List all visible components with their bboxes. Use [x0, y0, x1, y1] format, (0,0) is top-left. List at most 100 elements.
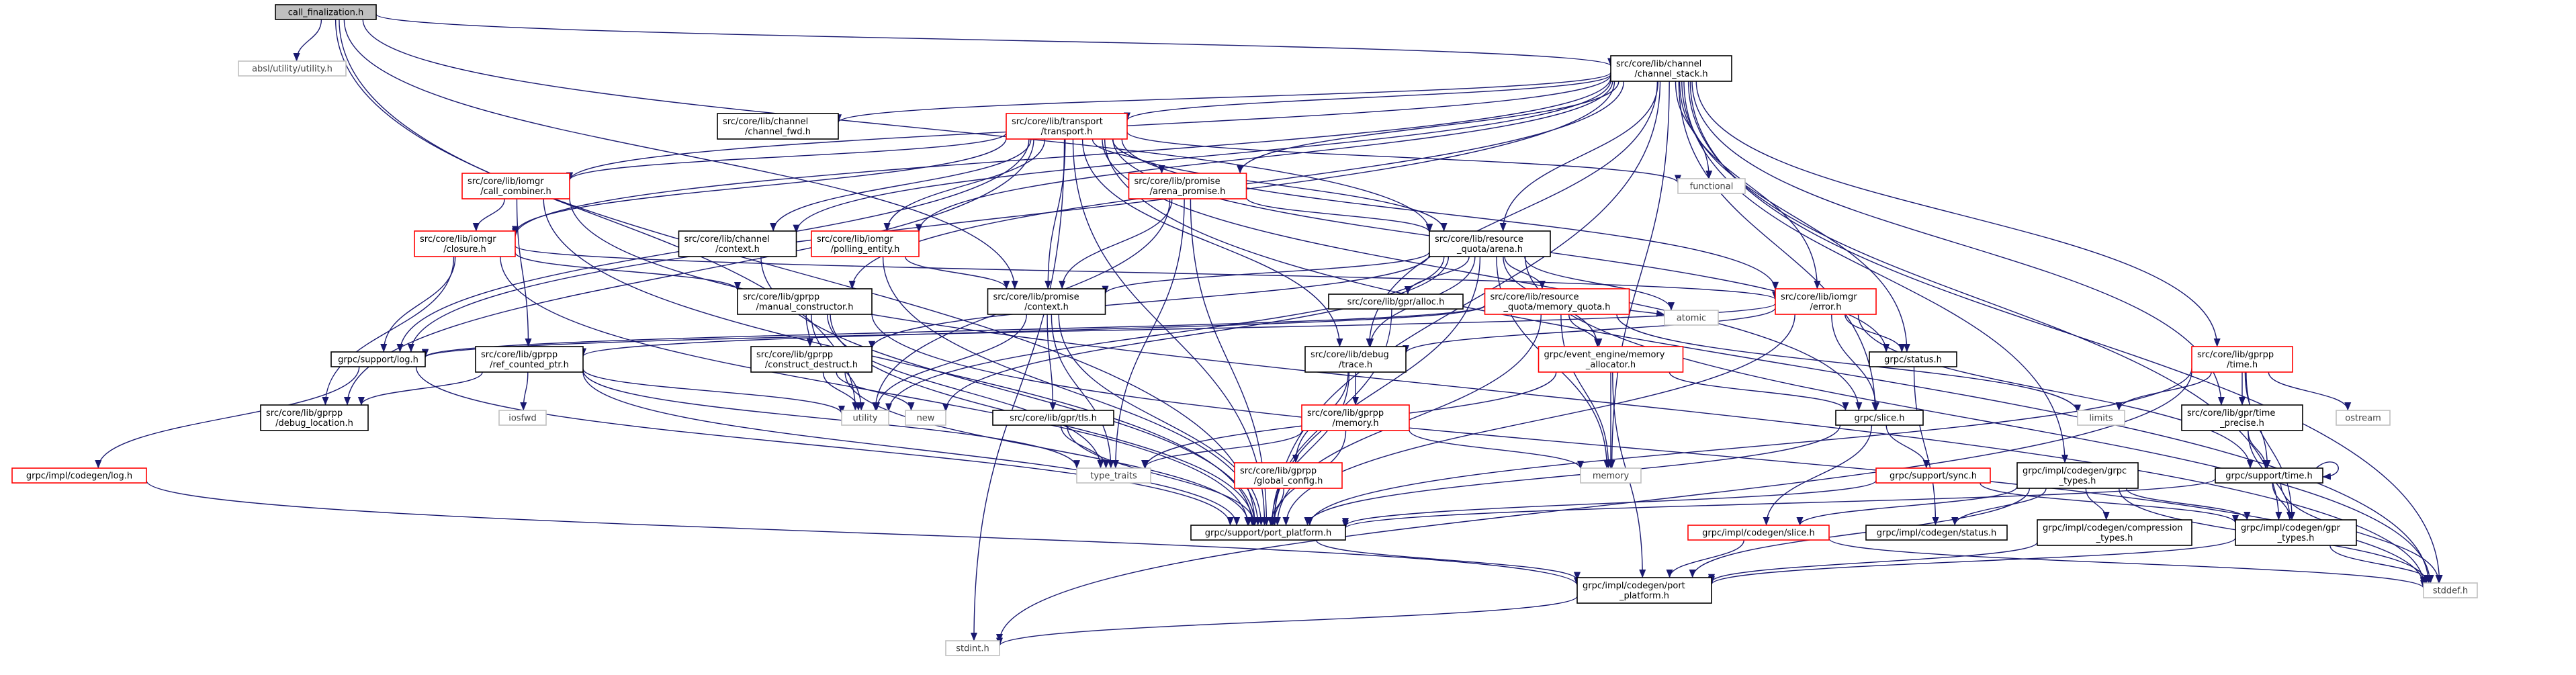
edge: [1271, 81, 1661, 526]
node-transport[interactable]: src/core/lib/transport/transport.h: [1006, 113, 1128, 140]
node-atomic[interactable]: atomic: [1664, 310, 1719, 326]
node-label: _quota/memory_quota.h: [1503, 302, 1610, 312]
node-label: new: [917, 414, 935, 424]
node-label: src/core/lib/gprpp: [481, 350, 558, 360]
node-utility[interactable]: utility: [841, 410, 889, 426]
edge: [2085, 488, 2110, 521]
node-construct-destruct[interactable]: src/core/lib/gprpp/construct_destruct.h: [750, 346, 873, 373]
node-memory-quota[interactable]: src/core/lib/resource_quota/memory_quota…: [1484, 288, 1630, 315]
node-functional[interactable]: functional: [1677, 178, 1746, 194]
node-new[interactable]: new: [905, 410, 946, 426]
node-gpr-tls[interactable]: src/core/lib/gpr/tls.h: [992, 410, 1114, 426]
node-impl-status[interactable]: grpc/impl/codegen/status.h: [1865, 525, 2008, 541]
edge: [1112, 138, 1448, 232]
node-grpc-slice[interactable]: grpc/slice.h: [1835, 410, 1924, 426]
node-manual-constructor[interactable]: src/core/lib/gprpp/manual_constructor.h: [737, 288, 873, 315]
node-label: /context.h: [715, 244, 760, 255]
node-channel-context[interactable]: src/core/lib/channel/context.h: [678, 230, 797, 257]
edge-resource-arena-to-memory-quota: [1504, 256, 1546, 289]
node-resource-arena[interactable]: src/core/lib/resource_quota/arena.h: [1429, 230, 1551, 257]
node-box: [1835, 410, 1924, 426]
node-stdint[interactable]: stdint.h: [945, 640, 1000, 656]
node-abslutil[interactable]: absl/utility/utility.h: [238, 60, 347, 77]
node-grpc-status[interactable]: grpc/status.h: [1869, 351, 1957, 367]
node-debug-location[interactable]: src/core/lib/gprpp/debug_location.h: [260, 404, 369, 431]
node-channel-stack[interactable]: src/core/lib/channel/channel_stack.h: [1610, 55, 1732, 82]
node-label: src/core/lib/resource: [1435, 234, 1523, 244]
node-ostream[interactable]: ostream: [2336, 410, 2391, 426]
edge: [1524, 256, 1675, 311]
node-gpr-types[interactable]: grpc/impl/codegen/gpr_types.h: [2235, 519, 2357, 546]
node-debug-trace[interactable]: src/core/lib/debug/trace.h: [1304, 346, 1407, 373]
node-box: [905, 410, 946, 426]
node-gpr-time-precise[interactable]: src/core/lib/gpr/time_precise.h: [2181, 404, 2303, 431]
node-box: [1775, 288, 1877, 315]
edge: [516, 198, 532, 347]
edge-port-platform-to-impl-port-platform: [1315, 539, 1581, 581]
edge-gprpp-time-to-port-platform: [1306, 368, 2192, 526]
edge-call-finalization-to-channel-stack: [375, 13, 1614, 66]
node-label: iosfwd: [508, 414, 537, 424]
node-memory[interactable]: memory: [1580, 467, 1642, 484]
edge: [515, 252, 741, 291]
node-box: [238, 60, 347, 77]
edge: [2280, 482, 2442, 584]
edge: [1689, 81, 2443, 584]
node-arena-promise[interactable]: src/core/lib/promise/arena_promise.h: [1128, 173, 1247, 199]
node-impl-port-platform[interactable]: grpc/impl/codegen/port_platform.h: [1576, 577, 1712, 604]
node-gpr-alloc[interactable]: src/core/lib/gpr/alloc.h: [1328, 294, 1464, 310]
node-global-config[interactable]: src/core/lib/gprpp/global_config.h: [1234, 462, 1343, 489]
node-limits[interactable]: limits: [2077, 410, 2125, 426]
node-memory-allocator[interactable]: grpc/event_engine/memory_allocator.h: [1538, 346, 1684, 373]
node-call-combiner[interactable]: src/core/lib/iomgr/call_combiner.h: [461, 173, 570, 199]
edge-call-finalization-to-resource-arena: [362, 19, 1433, 232]
edge-channel-stack-to-gprpp-time: [1695, 81, 2221, 347]
node-impl-slice[interactable]: grpc/impl/codegen/slice.h: [1687, 525, 1830, 541]
edge: [1045, 138, 1066, 289]
edge-gpr-types-to-impl-port-platform: [1708, 537, 2236, 585]
node-ref-counted-ptr[interactable]: src/core/lib/gprpp/ref_counted_ptr.h: [475, 346, 584, 373]
edge: [582, 368, 845, 414]
edge: [407, 81, 1615, 353]
node-type-traits[interactable]: type_traits: [1076, 467, 1151, 484]
edge-support-sync-to-gpr-types: [1980, 482, 2239, 524]
edge-grpc-status-to-impl-status: [1913, 366, 1939, 526]
edge: [1092, 138, 1165, 174]
edge: [335, 19, 859, 411]
edge: [1616, 314, 2081, 414]
edge: [1315, 539, 1581, 581]
node-box: [475, 346, 584, 373]
edge-transport-to-polling-entity: [883, 138, 1046, 232]
node-grpc-log[interactable]: grpc/support/log.h: [330, 351, 426, 367]
node-gprpp-time[interactable]: src/core/lib/gprpp/time.h: [2191, 346, 2293, 373]
node-box: [1580, 467, 1642, 484]
node-impl-log[interactable]: grpc/impl/codegen/log.h: [11, 467, 147, 484]
node-promise-context[interactable]: src/core/lib/promise/context.h: [987, 288, 1106, 315]
node-box: [1076, 467, 1151, 484]
node-iosfwd[interactable]: iosfwd: [498, 410, 547, 426]
edge-gprpp-memory-to-type-traits: [1141, 430, 1303, 469]
edge: [1112, 198, 1185, 469]
node-compression-types[interactable]: grpc/impl/codegen/compression_types.h: [2037, 519, 2192, 546]
node-port-platform[interactable]: grpc/support/port_platform.h: [1190, 525, 1346, 541]
node-support-sync[interactable]: grpc/support/sync.h: [1875, 467, 1991, 484]
node-label: src/core/lib/gprpp: [756, 350, 833, 360]
node-grpc-types[interactable]: grpc/impl/codegen/grpc_types.h: [2016, 462, 2139, 489]
node-label: type_traits: [1090, 471, 1137, 482]
node-polling-entity[interactable]: src/core/lib/iomgr/polling_entity.h: [811, 230, 920, 257]
edge: [970, 138, 1065, 641]
node-grpc-time[interactable]: grpc/support/time.h: [2215, 467, 2323, 484]
node-closure[interactable]: src/core/lib/iomgr/closure.h: [414, 230, 516, 257]
node-label: src/core/lib/iomgr: [1781, 292, 1857, 302]
node-box: [2215, 467, 2323, 484]
node-channel-fwd[interactable]: src/core/lib/channel/channel_fwd.h: [717, 113, 839, 140]
node-gprpp-memory[interactable]: src/core/lib/gprpp/memory.h: [1301, 404, 1410, 431]
edge-transport-to-functional: [1126, 132, 1681, 183]
node-iomgr-error[interactable]: src/core/lib/iomgr/error.h: [1775, 288, 1877, 315]
edge-channel-stack-to-memory: [1608, 81, 1670, 469]
node-stddef[interactable]: stddef.h: [2423, 582, 2478, 598]
node-box: [498, 410, 547, 426]
edge: [885, 256, 1445, 412]
edge-transport-to-debug-location: [344, 138, 1034, 406]
node-call-finalization[interactable]: call_finalization.h: [275, 4, 377, 20]
